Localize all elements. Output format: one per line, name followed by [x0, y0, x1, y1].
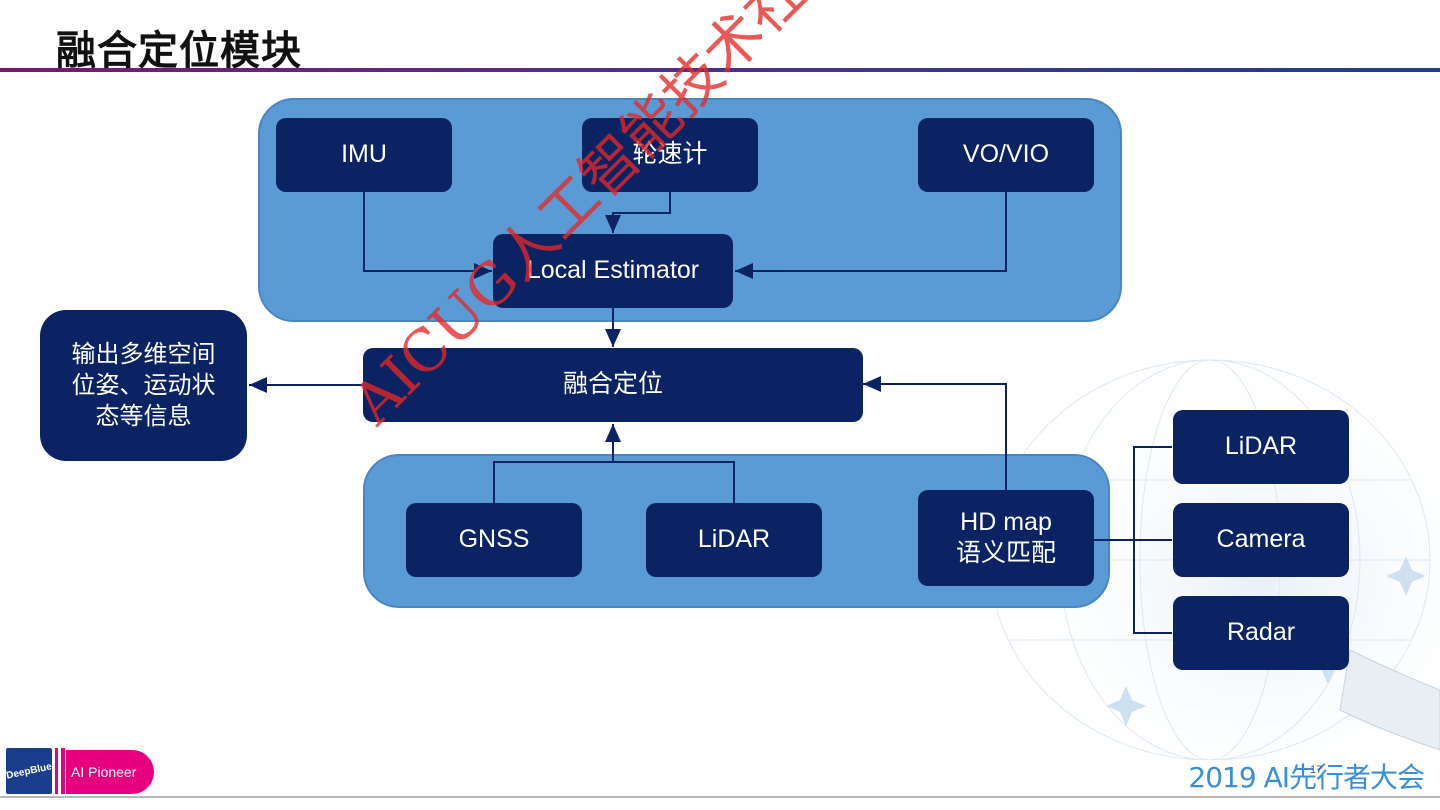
edge-wheel-local	[605, 192, 671, 233]
hdmap-line-2: 语义匹配	[955, 539, 1056, 567]
wheel-odometer-label: 轮速计	[632, 140, 708, 169]
edge-gnss-lidar-fusion	[493, 461, 735, 503]
gnss-label: GNSS	[458, 525, 530, 554]
output-line-2: 位姿、运动状	[71, 371, 216, 399]
logo-stripe	[55, 748, 58, 794]
fusion-label: 融合定位	[562, 370, 663, 399]
imu-node: IMU	[276, 118, 452, 192]
ai-pioneer-badge: AI Pioneer	[66, 750, 154, 794]
page-number: 17	[1310, 764, 1323, 776]
hdmap-line-1: HD map	[960, 507, 1052, 536]
radar-node: Radar	[1173, 596, 1349, 670]
footer-divider	[0, 796, 1440, 798]
imu-label: IMU	[341, 140, 387, 169]
edge-vo-local	[735, 192, 1007, 279]
local-estimator-node: Local Estimator	[493, 234, 733, 308]
camera-node: Camera	[1173, 503, 1349, 577]
fusion-node: 融合定位	[363, 348, 863, 422]
output-line-3: 态等信息	[95, 403, 192, 431]
radar-label: Radar	[1226, 618, 1296, 647]
lidar-right-node: LiDAR	[1173, 410, 1349, 484]
hdmap-node: HD map 语义匹配	[918, 490, 1094, 586]
lidar-right-label: LiDAR	[1224, 432, 1298, 461]
edge-imu-local	[363, 192, 492, 279]
title-underline	[0, 68, 1440, 72]
ai-pioneer-text: AI Pioneer	[71, 764, 137, 780]
camera-label: Camera	[1216, 525, 1306, 554]
vo-vio-label: VO/VIO	[962, 140, 1050, 169]
logo-stripe	[61, 748, 65, 794]
deepblue-logo: DeepBlue	[5, 748, 53, 794]
local-estimator-label: Local Estimator	[526, 256, 700, 285]
edge-hdmap-fusion	[863, 376, 1007, 490]
wheel-odometer-node: 轮速计	[582, 118, 758, 192]
vo-vio-node: VO/VIO	[918, 118, 1094, 192]
event-logo: 2019 AI先行者大会	[1188, 761, 1425, 794]
output-line-1: 输出多维空间	[71, 340, 216, 368]
lidar-inner-label: LiDAR	[697, 525, 771, 554]
lidar-inner-node: LiDAR	[646, 503, 822, 577]
deepblue-logo-text: DeepBlue	[5, 760, 53, 782]
page-title: 融合定位模块	[56, 28, 302, 74]
output-node: 输出多维空间 位姿、运动状 态等信息	[40, 310, 247, 461]
gnss-node: GNSS	[406, 503, 582, 577]
